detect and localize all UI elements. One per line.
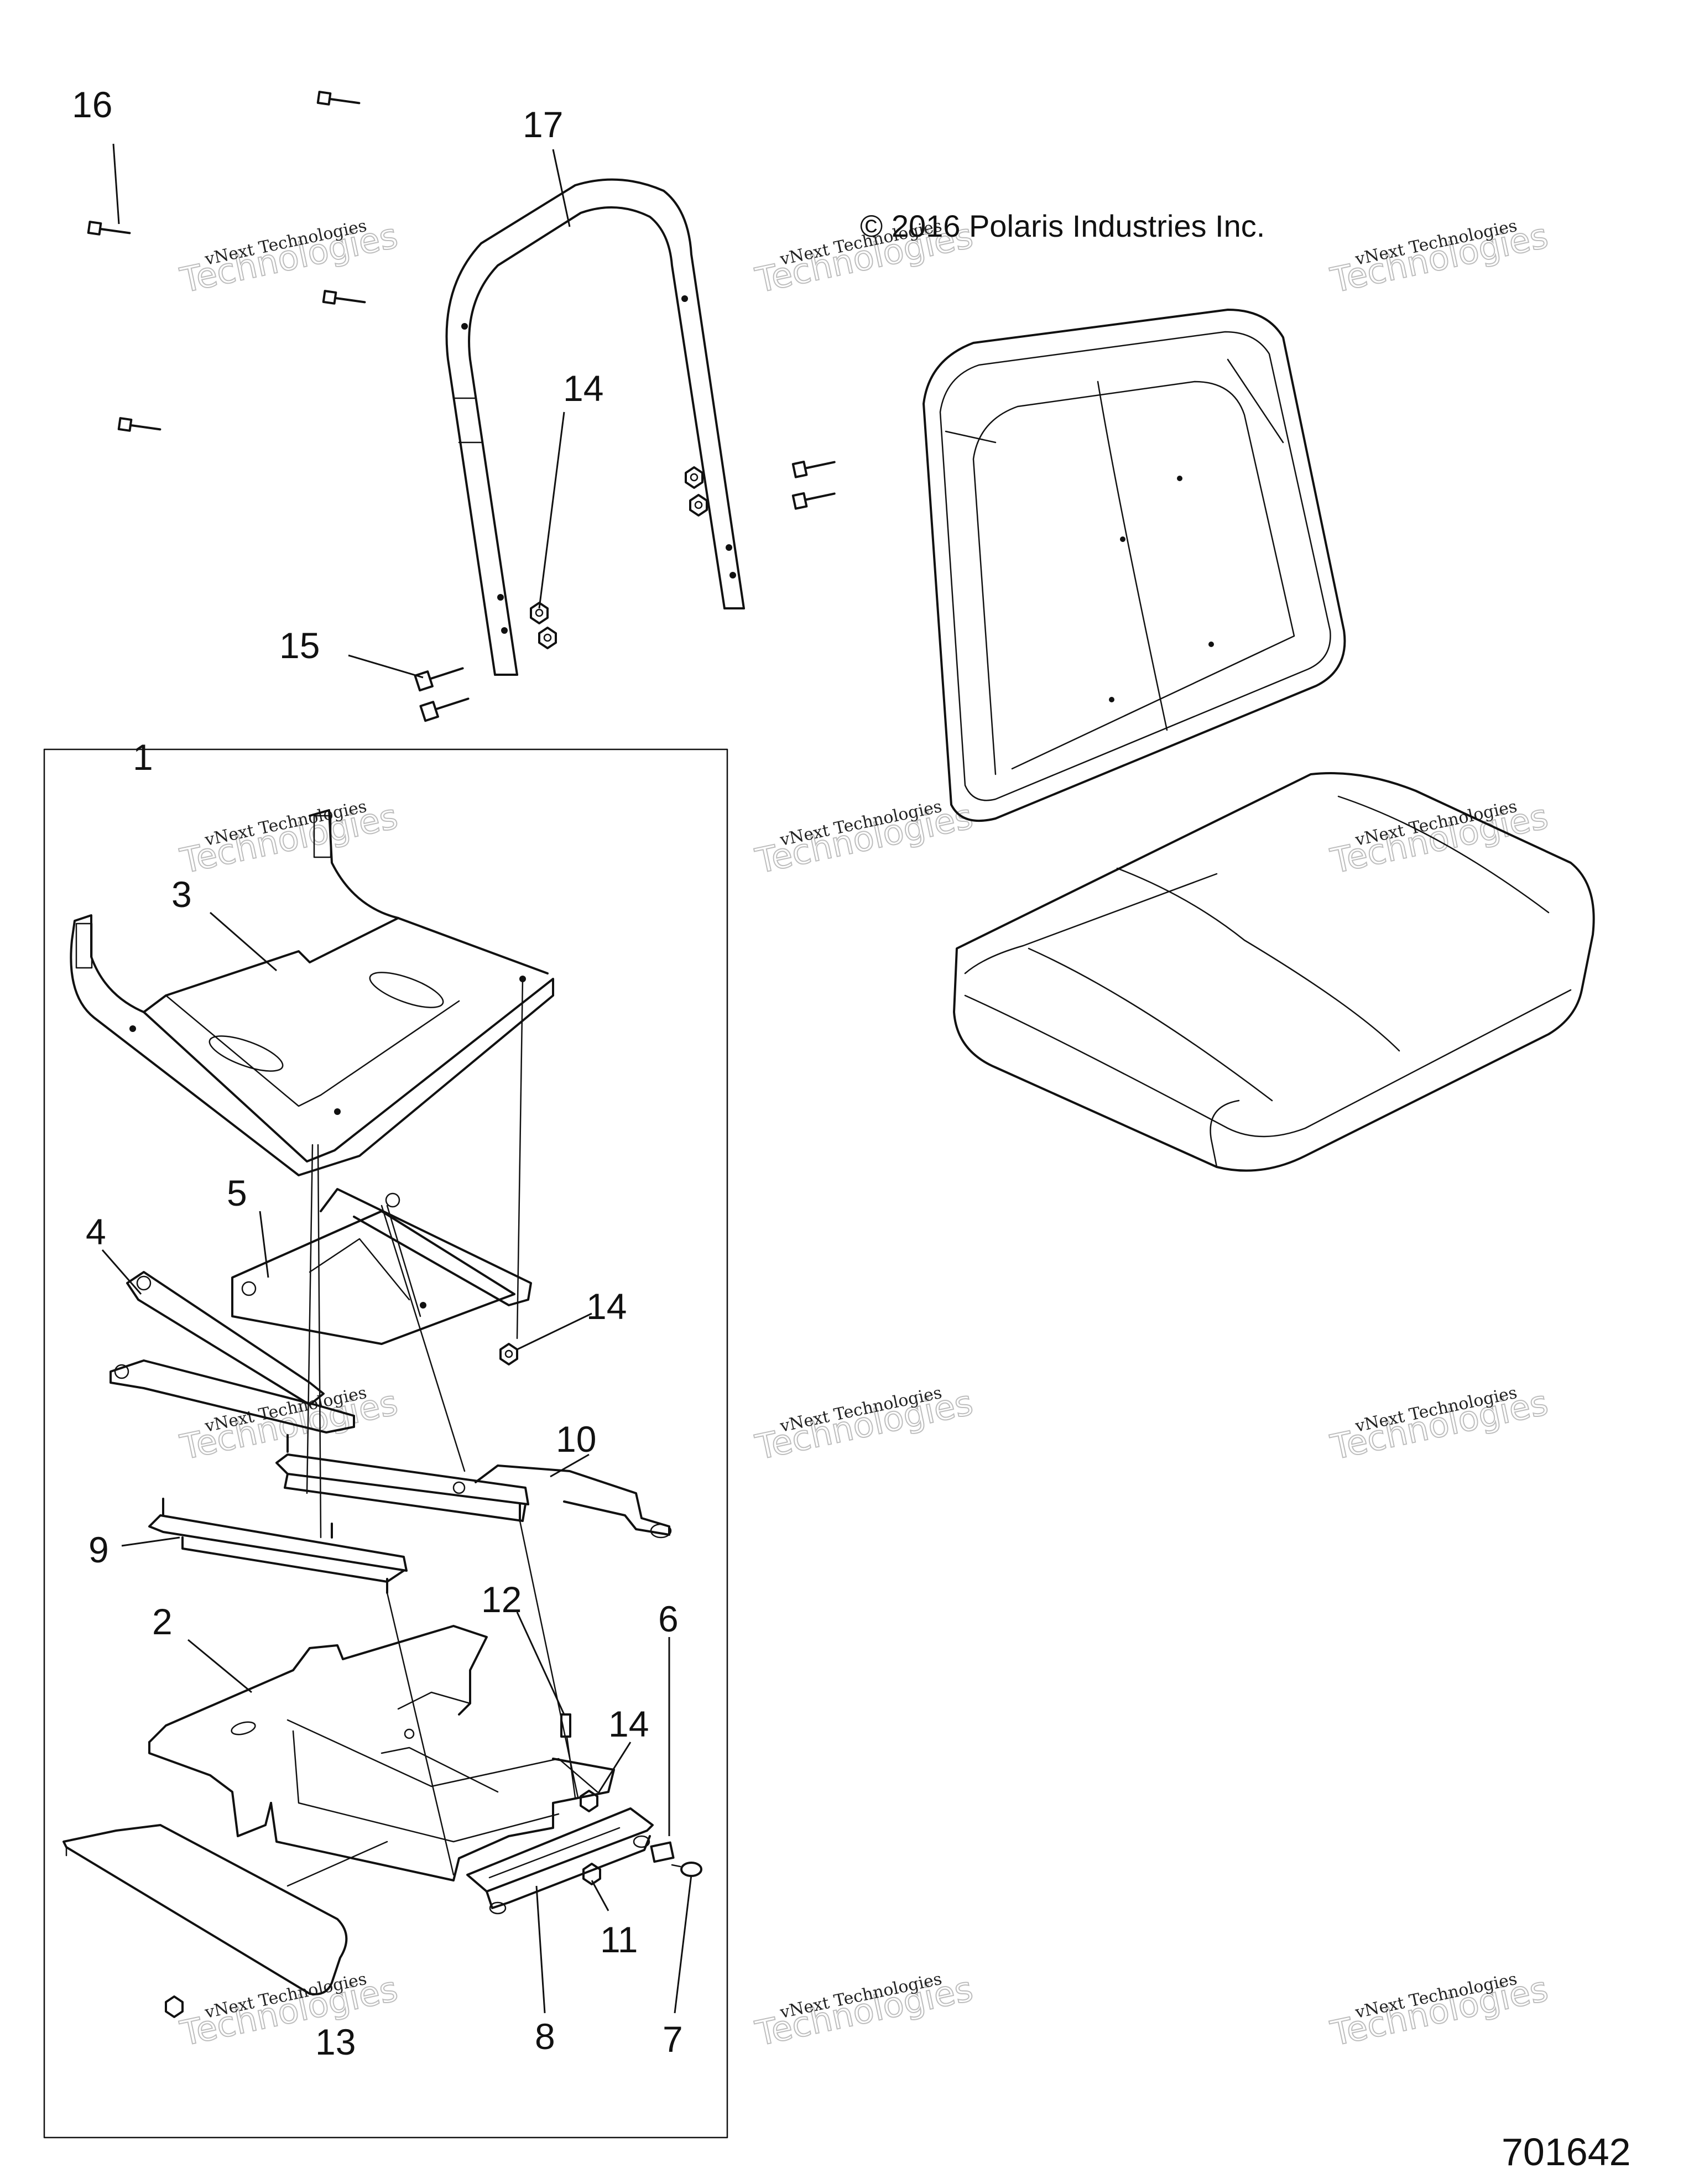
callout-14: 14 [608,1703,649,1744]
nut-14-base [580,1790,598,1812]
callout-15: 15 [279,625,320,666]
hardware-rollbar [414,461,836,722]
bolt [87,221,131,236]
callouts: 16 17 14 15 1 3 5 4 14 10 9 12 6 2 14 11… [72,84,683,2062]
seat-base [148,1625,615,1881]
bolt [791,492,836,510]
watermark: Technologies vNext Technologies [1326,215,1552,301]
diagram-part-number: 701642 [1502,2130,1631,2173]
nut [538,627,557,649]
seat-cover-plate [62,1824,348,2018]
callout-6: 6 [658,1598,679,1639]
nut-11 [582,1863,601,1885]
watermark: Technologies vNext Technologies [751,795,977,882]
watermark: Technologies vNext Technologies [751,1968,977,2054]
pin-6 [650,1841,675,1863]
callout-3: 3 [171,874,192,915]
seat-cross-bracket [231,1188,532,1345]
assembly-lines [286,978,579,1887]
callout-17: 17 [523,104,563,145]
callout-2: 2 [152,1601,173,1642]
slide-bracket [466,1807,654,1915]
nut [689,494,708,517]
watermark: Technologies vNext Technologies [176,795,402,882]
callout-7: 7 [663,2019,683,2060]
hardware-base [499,1343,702,1885]
copyright-text: © 2016 Polaris Industries Inc. [860,209,1265,243]
seat-top-plate [70,809,554,1176]
watermark: Technologies vNext Technologies [751,1382,977,1468]
watermark: Technologies vNext Technologies [176,1968,402,2054]
callout-5: 5 [227,1172,247,1213]
callout-14: 14 [586,1286,627,1327]
roll-bar-frame [445,178,745,676]
watermark: Technologies vNext Technologies [1326,1382,1552,1468]
slide-rail-with-lever [275,1434,672,1539]
nut [685,466,703,489]
callout-14: 14 [563,368,603,409]
callout-8: 8 [535,2016,555,2057]
callout-10: 10 [556,1419,596,1460]
slide-rail-left [148,1498,408,1594]
leader-lines [101,143,692,2014]
callout-12: 12 [481,1579,522,1620]
clip-7 [671,1862,702,1877]
bolt [117,417,161,432]
watermark: Technologies vNext Technologies [176,215,402,301]
callout-9: 9 [88,1529,109,1570]
callout-13: 13 [315,2021,356,2062]
bolt-group-16 [87,91,366,432]
bolt [316,91,361,106]
watermarks: Technologies vNext Technologies Technolo… [176,215,1552,2054]
nut [165,1995,184,2018]
callout-11: 11 [600,1919,638,1960]
nut-14-mid [499,1343,518,1365]
bolt [791,461,836,478]
watermark: Technologies vNext Technologies [1326,1968,1552,2054]
callout-4: 4 [86,1211,106,1252]
callout-1: 1 [133,737,153,778]
assembly-box [43,748,728,2139]
callout-16: 16 [72,84,112,125]
bolt [414,667,464,692]
seat-cushion [953,772,1595,1172]
seat-backrest [923,309,1346,822]
bolt [419,697,470,722]
seat-side-rail [110,1271,355,1434]
bolt [322,290,366,305]
